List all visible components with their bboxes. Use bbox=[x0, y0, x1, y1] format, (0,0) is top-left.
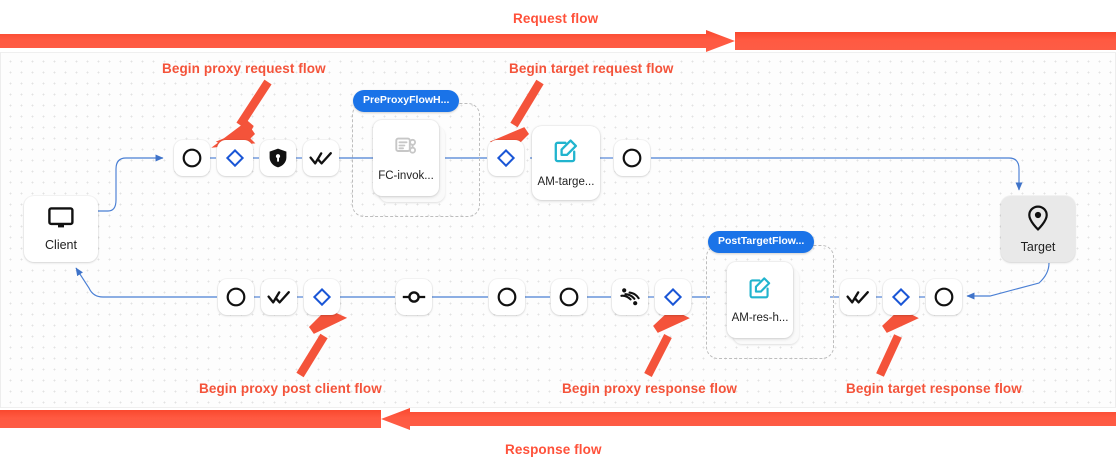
policy-card-label-am-target: AM-targe... bbox=[537, 175, 595, 188]
step-node-res-doublecheck-1[interactable] bbox=[261, 279, 297, 315]
circle-icon bbox=[496, 286, 518, 308]
hub-node-icon bbox=[401, 286, 427, 308]
endpoint-node-client[interactable]: Client bbox=[24, 196, 98, 262]
assign-message-icon bbox=[748, 276, 772, 305]
endpoint-node-target[interactable]: Target bbox=[1001, 196, 1075, 262]
step-node-req-diamond-1[interactable] bbox=[217, 140, 253, 176]
monitor-icon bbox=[48, 206, 74, 234]
request-flow-banner bbox=[0, 30, 1116, 52]
endpoint-label-client: Client bbox=[45, 237, 77, 252]
step-node-res-diamond-2[interactable] bbox=[655, 279, 691, 315]
step-node-req-circle-1[interactable] bbox=[174, 140, 210, 176]
broadcast-icon bbox=[618, 285, 642, 309]
annotation-begin-proxy-post-client-flow: Begin proxy post client flow bbox=[199, 381, 382, 396]
policy-card-am-res[interactable]: AM-res-h... bbox=[727, 262, 799, 344]
shield-lock-icon bbox=[267, 147, 289, 169]
flow-callout-icon bbox=[394, 134, 418, 163]
location-pin-icon bbox=[1027, 205, 1049, 236]
step-node-req-doublecheck[interactable] bbox=[303, 140, 339, 176]
diamond-icon bbox=[311, 286, 333, 308]
circle-icon bbox=[225, 286, 247, 308]
step-node-res-diamond-1[interactable] bbox=[304, 279, 340, 315]
step-node-req-circle-2[interactable] bbox=[614, 140, 650, 176]
step-node-res-hub[interactable] bbox=[396, 279, 432, 315]
policy-card-label-am-res: AM-res-h... bbox=[731, 311, 789, 324]
diamond-icon bbox=[495, 147, 517, 169]
step-node-req-diamond-2[interactable] bbox=[488, 140, 524, 176]
diamond-icon bbox=[890, 286, 912, 308]
circle-icon bbox=[181, 147, 203, 169]
step-node-res-doublecheck-2[interactable] bbox=[840, 279, 876, 315]
request-flow-arrow-icon bbox=[0, 30, 1116, 52]
response-flow-arrow-icon bbox=[0, 408, 1116, 430]
annotation-begin-target-request-flow: Begin target request flow bbox=[509, 61, 674, 76]
double-check-icon bbox=[846, 286, 870, 308]
response-flow-banner bbox=[0, 408, 1116, 430]
annotation-begin-target-response-flow: Begin target response flow bbox=[846, 381, 1022, 396]
policy-card-am-target[interactable]: AM-targe... bbox=[532, 126, 600, 200]
diamond-icon bbox=[662, 286, 684, 308]
policy-group-badge-posttarget[interactable]: PostTargetFlow... bbox=[708, 231, 815, 253]
diagram-canvas[interactable] bbox=[0, 52, 1116, 408]
step-node-res-broadcast[interactable] bbox=[612, 279, 648, 315]
step-node-req-shield[interactable] bbox=[260, 140, 296, 176]
step-node-res-circle-1[interactable] bbox=[218, 279, 254, 315]
double-check-icon bbox=[309, 147, 333, 169]
step-node-res-circle-3[interactable] bbox=[551, 279, 587, 315]
assign-message-icon bbox=[553, 138, 579, 169]
policy-group-badge-preproxy[interactable]: PreProxyFlowH... bbox=[353, 90, 460, 112]
annotation-begin-proxy-response-flow: Begin proxy response flow bbox=[562, 381, 738, 396]
canvas-top-edge bbox=[1, 52, 1116, 53]
annotation-begin-proxy-request-flow: Begin proxy request flow bbox=[162, 61, 326, 76]
step-node-res-circle-4[interactable] bbox=[926, 279, 962, 315]
circle-icon bbox=[933, 286, 955, 308]
double-check-icon bbox=[267, 286, 291, 308]
request-flow-label: Request flow bbox=[513, 11, 599, 26]
endpoint-label-target: Target bbox=[1020, 239, 1056, 254]
circle-icon bbox=[558, 286, 580, 308]
circle-icon bbox=[621, 147, 643, 169]
diamond-icon bbox=[224, 147, 246, 169]
response-flow-label: Response flow bbox=[505, 442, 602, 457]
policy-card-label-fc-invoke: FC-invok... bbox=[378, 169, 434, 182]
step-node-res-circle-2[interactable] bbox=[489, 279, 525, 315]
policy-card-fc-invoke[interactable]: FC-invok... bbox=[373, 120, 445, 202]
canvas-bottom-edge bbox=[1, 407, 1116, 408]
step-node-res-diamond-3[interactable] bbox=[883, 279, 919, 315]
